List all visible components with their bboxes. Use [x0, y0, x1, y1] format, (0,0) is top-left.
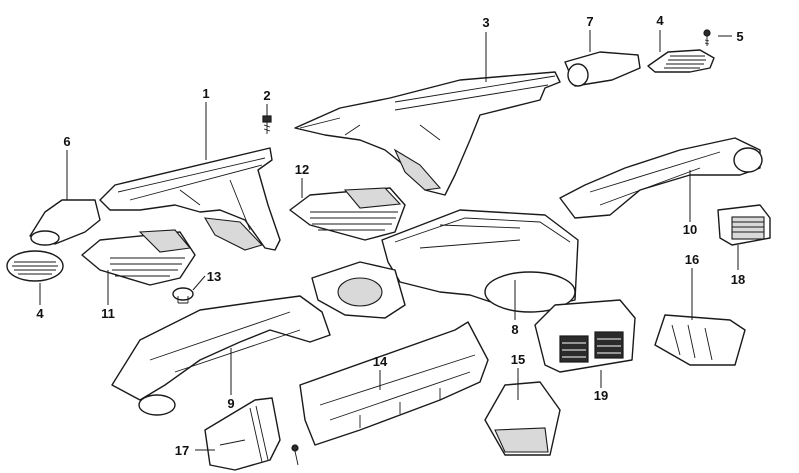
- callout-17: 17: [175, 443, 189, 458]
- part-8-distribution-housing: [311, 209, 579, 319]
- callout-labels: 1 2 3 4 4 5 6 7 8 9 10 11 12 13 14 15 16…: [36, 13, 745, 458]
- part-18-square-vent: [717, 204, 771, 246]
- callout-6: 6: [63, 134, 70, 149]
- part-12-bellows-duct: [289, 187, 406, 241]
- callout-18: 18: [731, 272, 745, 287]
- callout-9: 9: [227, 396, 234, 411]
- part-3-center-duct: [294, 71, 561, 196]
- callout-5: 5: [736, 29, 743, 44]
- part-7-upper-nozzle: [564, 51, 641, 87]
- part-4-upper-vent-grille: [647, 49, 715, 73]
- callout-2: 2: [263, 88, 270, 103]
- part-9-lower-duct: [111, 295, 331, 416]
- callout-3: 3: [482, 15, 489, 30]
- part-15-vent-box: [484, 381, 561, 456]
- part-14-lower-tray: [299, 321, 489, 446]
- callout-4-lower: 4: [36, 306, 44, 321]
- callout-1: 1: [202, 86, 209, 101]
- callout-16: 16: [685, 252, 699, 267]
- callout-7: 7: [586, 14, 593, 29]
- callout-15: 15: [511, 352, 525, 367]
- callout-14: 14: [373, 354, 388, 369]
- part-1-left-duct-housing: [99, 147, 281, 251]
- part-6-left-nozzle: [29, 199, 101, 246]
- part-17-lower-vent: [204, 397, 299, 471]
- part-10-right-duct: [559, 137, 763, 219]
- part-13-clip: [172, 287, 194, 304]
- part-4-lower-vent-grille: [6, 250, 64, 282]
- part-19-double-vent: [534, 299, 636, 373]
- part-5-screw: [703, 29, 711, 46]
- callout-4-upper: 4: [656, 13, 664, 28]
- callout-8: 8: [511, 322, 518, 337]
- callout-13: 13: [207, 269, 221, 284]
- callout-12: 12: [295, 162, 309, 177]
- part-16-vent-box: [654, 314, 746, 366]
- callout-19: 19: [594, 388, 608, 403]
- part-11-bellows-duct: [81, 229, 196, 286]
- part-2-screw: [262, 115, 272, 134]
- callout-10: 10: [683, 222, 697, 237]
- leader-lines: [39, 30, 739, 451]
- callout-11: 11: [101, 306, 115, 321]
